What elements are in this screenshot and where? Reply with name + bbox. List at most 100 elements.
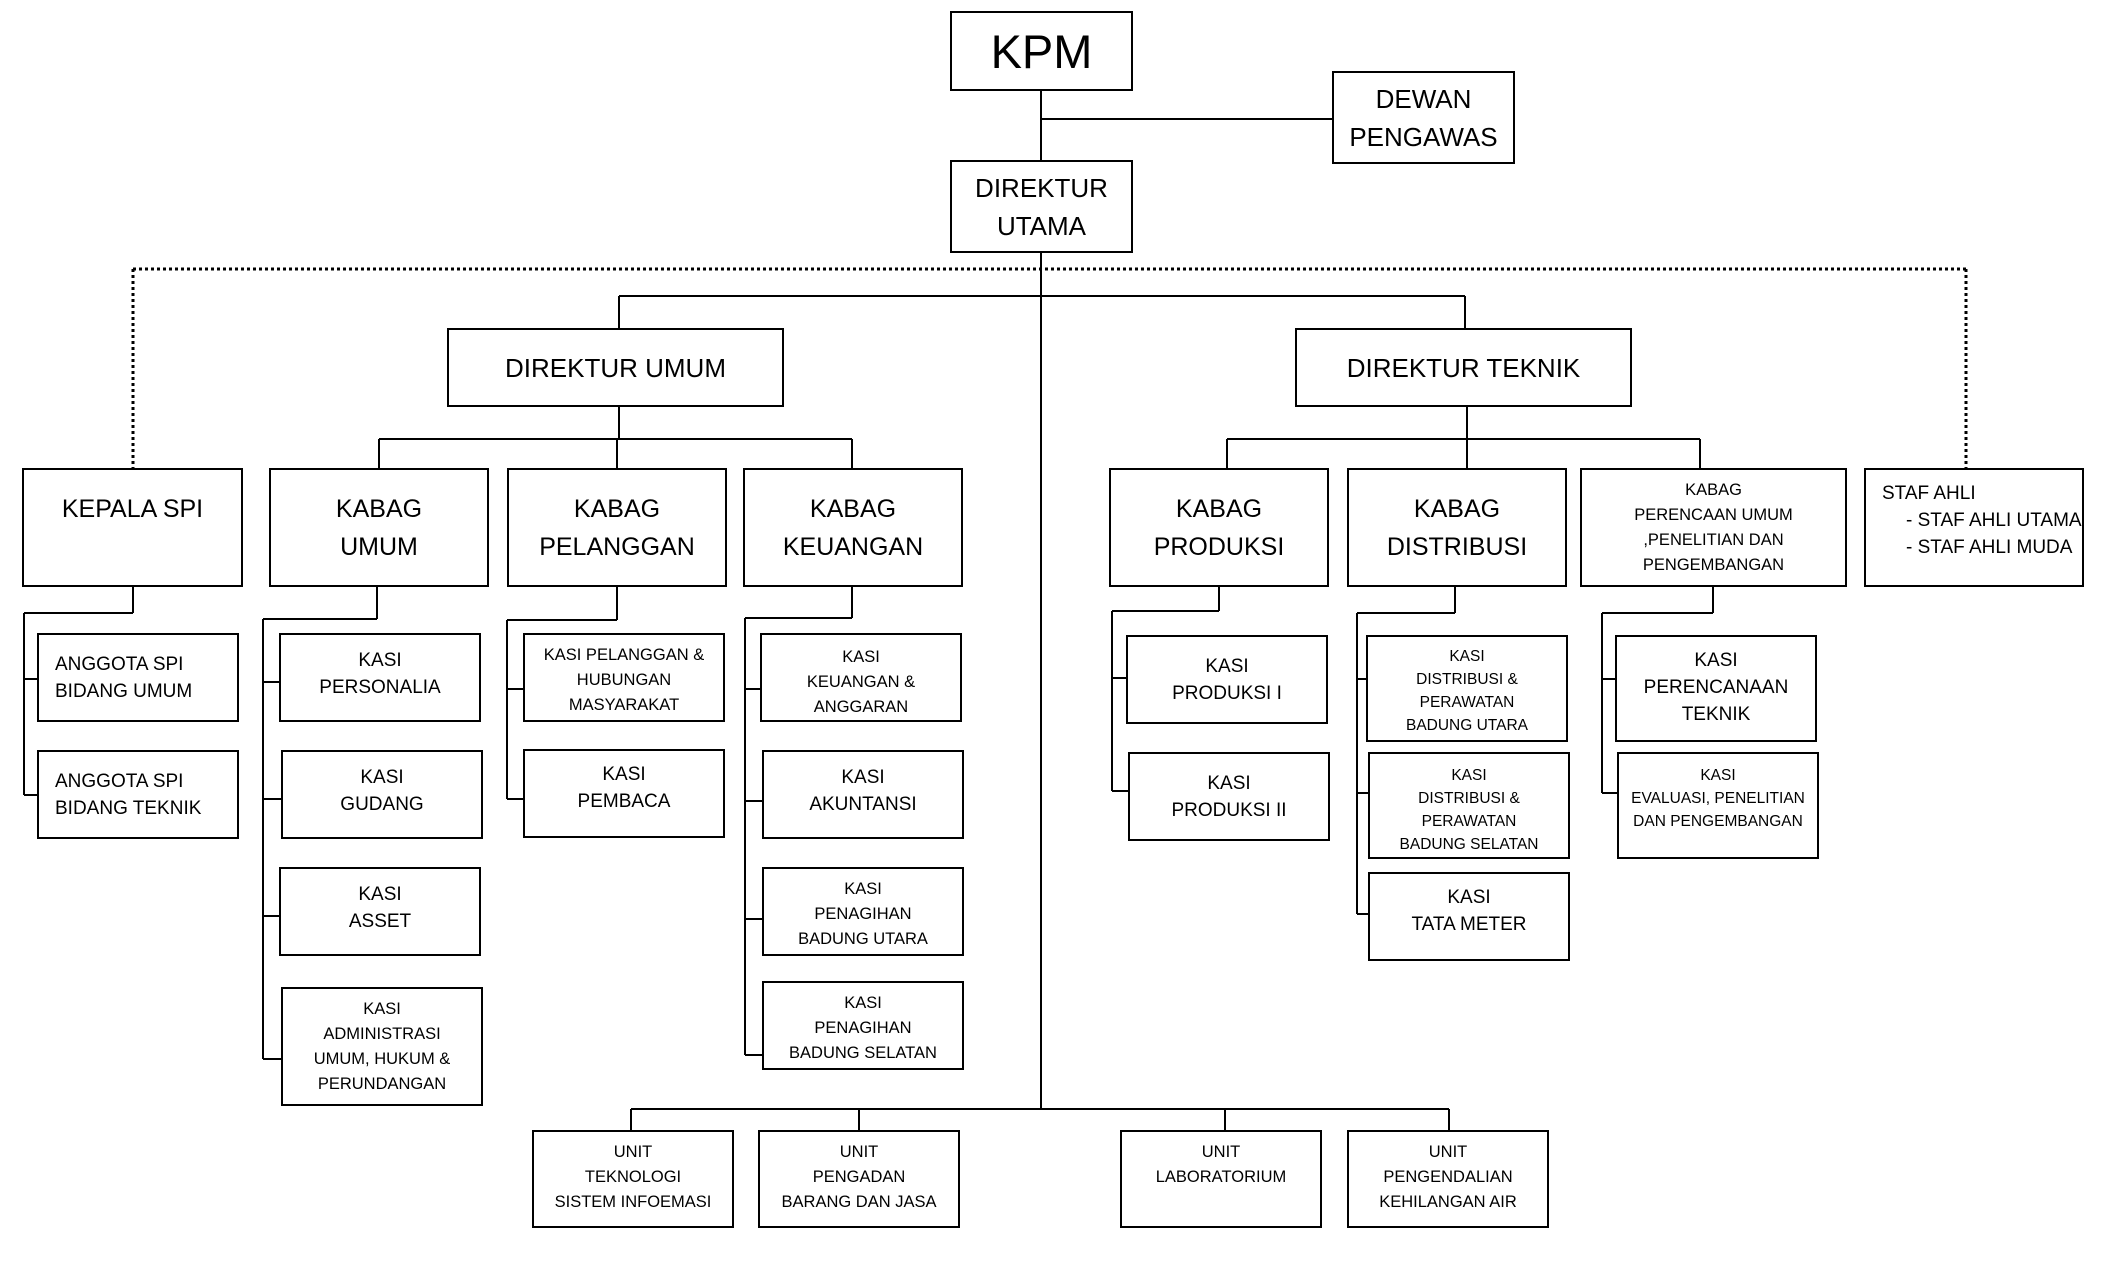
box-label-line: PERAWATAN (1421, 813, 1517, 830)
box-label-line: UMUM (340, 532, 418, 561)
box-label-line: BIDANG TEKNIK (55, 797, 202, 819)
box-label-line: KASI (363, 1000, 401, 1018)
box-label-line: UNIT (839, 1143, 879, 1161)
box-label-line: KASI (602, 764, 646, 785)
box-label-line: KASI (1207, 772, 1251, 794)
box-label-line: KASI (1205, 655, 1249, 677)
kepala-spi-box: KEPALA SPI (22, 468, 243, 587)
box-label-line: ANGGARAN (813, 698, 909, 716)
box-label-line: AKUNTANSI (809, 794, 917, 815)
box-label-line: ANGGOTA SPI (55, 653, 184, 675)
box-label-line: UTAMA (996, 210, 1087, 241)
box-label-line: KABAG (1685, 480, 1742, 499)
kasi-keuangan-box: KASI KEUANGAN & ANGGARAN (760, 633, 962, 722)
box-label-line: PELANGGAN (539, 532, 695, 561)
box-label-line: DISTRIBUSI & (1418, 790, 1520, 807)
anggota-spi-umum-box: ANGGOTA SPI BIDANG UMUM (37, 633, 239, 722)
box-label-line: KEPALA SPI (61, 495, 204, 523)
staf-ahli-box: STAF AHLI - STAF AHLI UTAMA - STAF AHLI … (1864, 468, 2084, 587)
kabag-keuangan-box: KABAG KEUANGAN (743, 468, 963, 587)
kasi-pembaca-box: KASI PEMBACA (523, 749, 725, 838)
staf-ahli-item: - STAF AHLI MUDA (1906, 537, 2073, 558)
box-label-line: PEMBACA (577, 791, 671, 812)
box-label-line: KASI (844, 994, 882, 1012)
box-label-line: PERENCAAN UMUM (1634, 505, 1793, 524)
box-label-line: ADMINISTRASI (323, 1025, 441, 1043)
box-label-line: KASI (1694, 650, 1738, 671)
box-label-line: PERAWATAN (1419, 694, 1515, 711)
box-label-line: TEKNOLOGI (584, 1168, 682, 1186)
box-label-line: KABAG (809, 494, 897, 523)
box-label-line: KASI (358, 650, 402, 671)
box-label-line: DISTRIBUSI & (1416, 671, 1518, 688)
kasi-produksi-2-box: KASI PRODUKSI II (1128, 752, 1330, 841)
box-label-line: BIDANG UMUM (55, 680, 193, 702)
box-label-line: KABAG (335, 494, 423, 523)
box-label-line: KASI (844, 880, 882, 898)
box-label-line: MASYARAKAT (568, 696, 680, 714)
box-label-line: UNIT (613, 1143, 653, 1161)
box-label-line: ASSET (348, 911, 412, 932)
box-label-line: KASI (1447, 887, 1491, 908)
box-label-line: DIREKTUR TEKNIK (1346, 352, 1581, 383)
kabag-perencanaan-box: KABAG PERENCAAN UMUM ,PENELITIAN DAN PENGEM… (1580, 468, 1847, 587)
box-label-line: UNIT (1428, 1143, 1468, 1161)
box-label-line: PERENCANAAN (1643, 677, 1789, 698)
box-label-line: HUBUNGAN (576, 671, 672, 689)
box-label-line: KABAG (1413, 494, 1501, 523)
box-label-line: PRODUKSI II (1171, 799, 1287, 821)
kasi-produksi-1-box: KASI PRODUKSI I (1126, 635, 1328, 724)
box-label-line: ,PENELITIAN DAN (1643, 530, 1784, 549)
staf-ahli-item: - STAF AHLI UTAMA (1906, 510, 2082, 531)
box-label-line: PRODUKSI I (1172, 682, 1282, 704)
box-label-line: PENGADAN (812, 1168, 906, 1186)
kasi-distribusi-utara-box: KASI DISTRIBUSI & PERAWATAN BADUNG UTARA (1366, 635, 1568, 742)
box-label-line: PENAGIHAN (814, 1019, 912, 1037)
kasi-gudang-box: KASI GUDANG (281, 750, 483, 839)
kasi-penagihan-selatan-box: KASI PENAGIHAN BADUNG SELATAN (762, 981, 964, 1070)
staf-ahli-title: STAF AHLI (1882, 483, 1976, 504)
direktur-umum-box: DIREKTUR UMUM (447, 328, 784, 407)
box-label-line: DAN PENGEMBANGAN (1633, 813, 1803, 830)
box-label-line: TEKNIK (1681, 704, 1751, 725)
box-label-line: KASI (1451, 767, 1487, 784)
box-label-line: KASI (360, 767, 404, 788)
box-label-line: BADUNG UTARA (1405, 717, 1528, 734)
box-label-line: KABAG (573, 494, 661, 523)
box-label-line: BADUNG SELATAN (789, 1044, 937, 1062)
box-label-line: KASI (1449, 648, 1485, 665)
box-label-line: PENAGIHAN (814, 905, 912, 923)
kasi-akuntansi-box: KASI AKUNTANSI (762, 750, 964, 839)
box-label-line: KPM (990, 24, 1093, 78)
kpm-box: KPM (950, 11, 1133, 91)
box-label-line: DEWAN (1375, 83, 1472, 114)
box-label-line: KEUANGAN & (806, 673, 916, 691)
box-label-line: PERSONALIA (319, 677, 441, 698)
box-label-line: KEHILANGAN AIR (1379, 1193, 1517, 1211)
kasi-personalia-box: KASI PERSONALIA (279, 633, 481, 722)
box-label-line: KASI (842, 648, 880, 666)
box-label-line: GUDANG (340, 794, 424, 815)
box-label-line: DIREKTUR UMUM (505, 352, 726, 383)
box-label-line: KEUANGAN (782, 532, 924, 561)
kasi-distribusi-selatan-box: KASI DISTRIBUSI & PERAWATAN BADUNG SELATAN (1368, 752, 1570, 859)
box-label-line: UNIT (1201, 1143, 1241, 1161)
box-label-line: BADUNG SELATAN (1399, 836, 1539, 853)
box-label-line: KASI (841, 767, 885, 788)
kabag-pelanggan-box: KABAG PELANGGAN (507, 468, 727, 587)
box-label-line: PENGEMBANGAN (1642, 555, 1785, 574)
